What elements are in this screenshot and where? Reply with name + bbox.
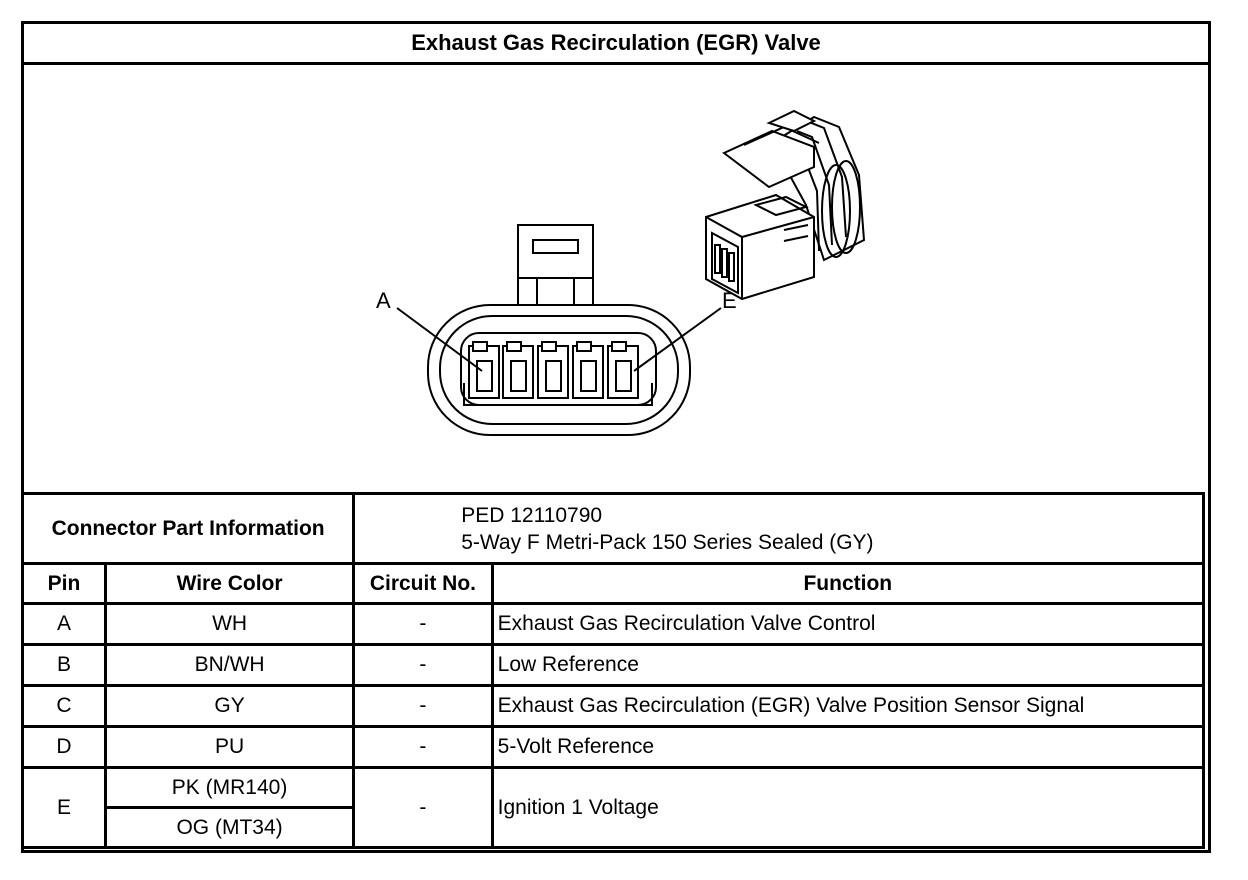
circuit-cell: -: [352, 766, 494, 849]
pin-label-a: A: [376, 288, 391, 313]
wire-cell: PU: [103, 725, 356, 769]
table-row: B BN/WH - Low Reference: [21, 643, 1206, 687]
col-wire-color: Wire Color: [103, 562, 356, 605]
col-pin: Pin: [21, 562, 107, 605]
part-number: PED 12110790: [461, 503, 603, 527]
wire-cell: WH: [103, 602, 356, 646]
pin-cell: C: [21, 684, 107, 728]
pin-cell: A: [21, 602, 107, 646]
connector-info-label: Connector Part Information: [20, 492, 356, 565]
table-row-sub: OG (MT34): [23, 806, 1204, 849]
connector-figure: A E: [24, 65, 1208, 495]
table-row: D PU - 5-Volt Reference: [21, 725, 1206, 769]
wire-cell: PK (MR140): [103, 766, 356, 809]
table-row: C GY - Exhaust Gas Recirculation (EGR) V…: [21, 684, 1206, 728]
pinout-table: Connector Part Information PED 12110790 …: [20, 492, 1206, 849]
pin-cell: E: [21, 766, 107, 849]
function-cell: Exhaust Gas Recirculation Valve Control: [490, 602, 1206, 646]
col-function: Function: [490, 562, 1206, 605]
table-row: E PK (MR140) - Ignition 1 Voltage: [21, 766, 1206, 849]
header-row: Pin Wire Color Circuit No. Function: [21, 562, 1206, 605]
connector-sheet: Exhaust Gas Recirculation (EGR) Valve: [20, 21, 1211, 853]
pin-cavities: [468, 341, 639, 399]
wire-cell: BN/WH: [103, 643, 356, 687]
table-row: A WH - Exhaust Gas Recirculation Valve C…: [21, 602, 1206, 646]
page-title: Exhaust Gas Recirculation (EGR) Valve: [24, 24, 1208, 65]
circuit-cell: -: [352, 725, 494, 769]
circuit-cell: -: [352, 684, 494, 728]
connector-isometric-illustration: [705, 109, 866, 301]
connector-face: [396, 224, 722, 436]
circuit-cell: -: [352, 602, 494, 646]
wire-cell-alt: OG (MT34): [103, 806, 356, 849]
col-circuit: Circuit No.: [352, 562, 494, 605]
function-cell: Ignition 1 Voltage: [490, 766, 1206, 849]
function-cell: Low Reference: [490, 643, 1206, 687]
wire-cell: GY: [103, 684, 356, 728]
function-cell: 5-Volt Reference: [490, 725, 1206, 769]
part-description: 5-Way F Metri-Pack 150 Series Sealed (GY…: [461, 530, 874, 554]
connector-part-details: PED 12110790 5-Way F Metri-Pack 150 Seri…: [352, 492, 1205, 565]
function-cell: Exhaust Gas Recirculation (EGR) Valve Po…: [490, 684, 1206, 728]
pin-cell: D: [21, 725, 107, 769]
pin-cell: B: [21, 643, 107, 687]
circuit-cell: -: [352, 643, 494, 687]
connector-diagram: A E: [376, 109, 866, 436]
connector-info-row: Connector Part Information PED 12110790 …: [20, 492, 1205, 565]
